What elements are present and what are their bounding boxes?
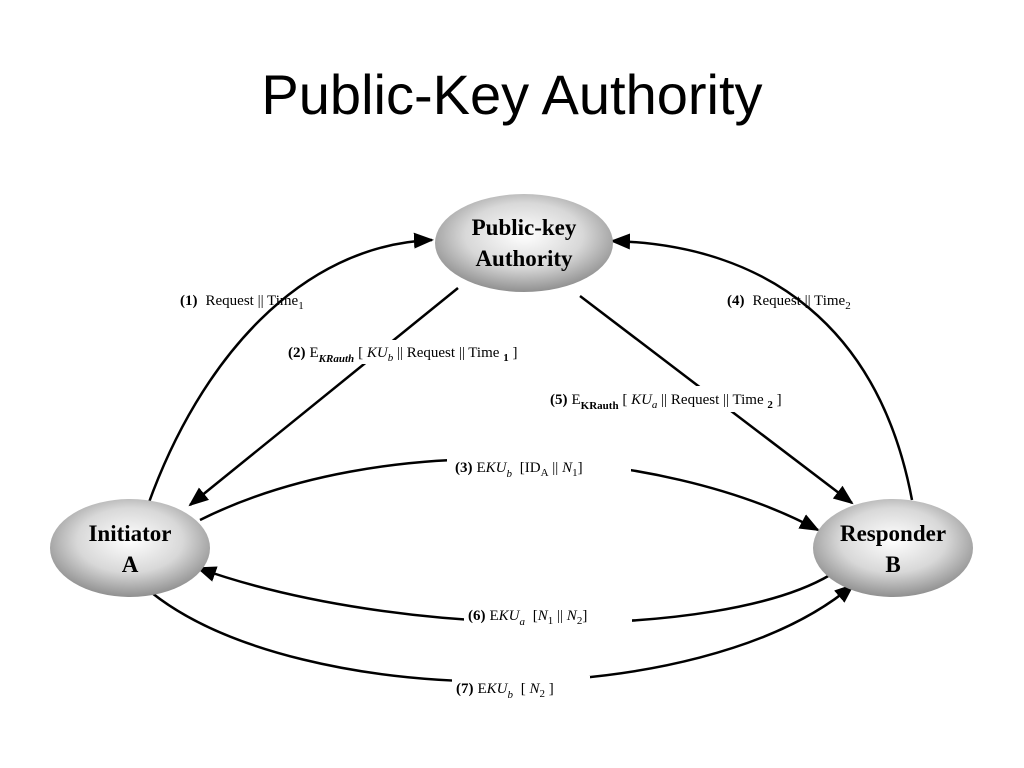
node-authority: Public-key Authority bbox=[435, 194, 613, 292]
initiator-label-line2: A bbox=[122, 552, 139, 577]
svg-text:(6)EKUa [N1 || N2]: (6)EKUa [N1 || N2] bbox=[468, 608, 587, 628]
svg-text:(5)EKRauth [ KUa || Request ||: (5)EKRauth [ KUa || Request || Time 2 ] bbox=[550, 392, 782, 412]
svg-text:(2)EKRauth[ KUb || Request ||: (2)EKRauth[ KUb || Request || Time 1 ] bbox=[288, 345, 517, 365]
message-4-label: (4)Request || Time2 bbox=[727, 293, 851, 312]
message-2-label: (2)EKRauth[ KUb || Request || Time 1 ] bbox=[286, 340, 588, 365]
node-responder: Responder B bbox=[813, 499, 973, 597]
svg-text:(3)EKUb [IDA || N1]: (3)EKUb [IDA || N1] bbox=[455, 460, 583, 480]
responder-label-line2: B bbox=[885, 552, 900, 577]
responder-label-line1: Responder bbox=[840, 521, 946, 546]
slide-title: Public-Key Authority bbox=[261, 63, 763, 126]
arrow-4 bbox=[610, 233, 914, 501]
message-3-label: (3)EKUb [IDA || N1] bbox=[447, 455, 631, 481]
message-1-label: (1)Request || Time1 bbox=[180, 293, 304, 312]
node-initiator: Initiator A bbox=[50, 499, 210, 597]
message-6-label: (6)EKUa [N1 || N2] bbox=[464, 602, 632, 628]
arrow-7 bbox=[151, 583, 855, 683]
authority-label-line1: Public-key bbox=[472, 215, 577, 240]
arrow-2 bbox=[188, 287, 459, 507]
initiator-label-line1: Initiator bbox=[88, 521, 171, 546]
message-7-label: (7)EKUb [ N2 ] bbox=[452, 676, 590, 702]
arrow-1 bbox=[146, 232, 434, 506]
authority-label-line2: Authority bbox=[475, 246, 573, 271]
svg-text:(7)EKUb [ N2 ]: (7)EKUb [ N2 ] bbox=[456, 681, 554, 701]
message-5-label: (5)EKRauth [ KUa || Request || Time 2 ] bbox=[548, 386, 860, 412]
